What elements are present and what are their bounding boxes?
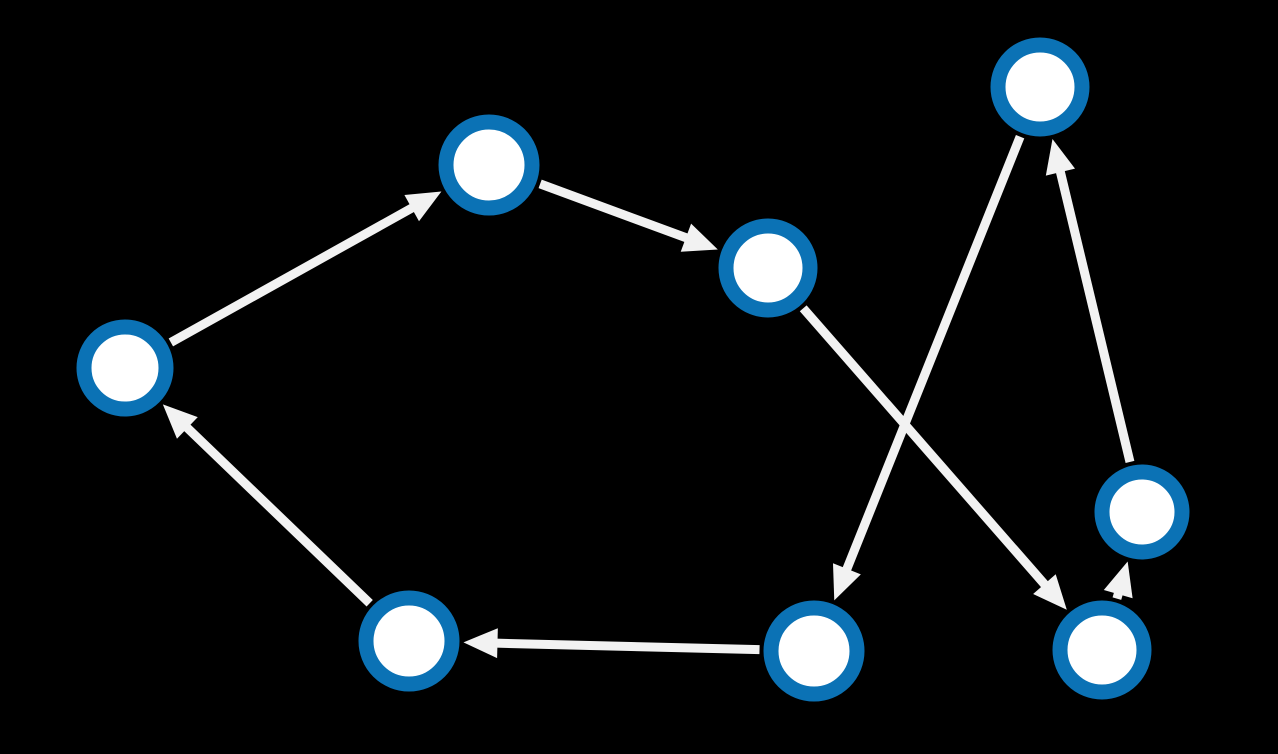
graph-node-n4[interactable] bbox=[990, 37, 1090, 137]
graph-node-n2[interactable] bbox=[438, 114, 540, 216]
edge-layer bbox=[162, 134, 1135, 659]
arrowhead-icon-e7 bbox=[1103, 561, 1133, 599]
node-circle-icon bbox=[1052, 600, 1152, 700]
graph-edge-e6[interactable] bbox=[179, 420, 373, 607]
arrowhead-icon-e4 bbox=[832, 563, 861, 601]
graph-node-n5[interactable] bbox=[358, 590, 460, 692]
arrowhead-icon-e5 bbox=[463, 628, 498, 659]
graph-edge-e4[interactable] bbox=[840, 134, 1025, 577]
arrowhead-icon-e3 bbox=[1033, 574, 1067, 610]
graph-node-n3[interactable] bbox=[718, 218, 818, 318]
arrowhead-icon-e2 bbox=[680, 223, 718, 252]
node-circle-icon bbox=[1094, 464, 1190, 560]
arrowhead-icon-e8 bbox=[1045, 139, 1076, 176]
node-circle-icon bbox=[438, 114, 540, 216]
node-circle-icon bbox=[763, 600, 865, 702]
graph-node-n6[interactable] bbox=[763, 600, 865, 702]
graph-edge-e1[interactable] bbox=[168, 201, 420, 347]
node-circle-icon bbox=[718, 218, 818, 318]
graph-edge-e2[interactable] bbox=[538, 179, 694, 244]
node-circle-icon bbox=[358, 590, 460, 692]
node-layer bbox=[76, 37, 1190, 702]
arrowhead-icon-e1 bbox=[404, 191, 442, 222]
graph-node-n7[interactable] bbox=[1052, 600, 1152, 700]
arrowhead-icon-e6 bbox=[162, 404, 198, 439]
graph-edge-e5[interactable] bbox=[491, 638, 760, 655]
node-circle-icon bbox=[76, 319, 174, 417]
node-circle-icon bbox=[990, 37, 1090, 137]
graph-edge-e8[interactable] bbox=[1054, 165, 1135, 463]
graph-edge-e3[interactable] bbox=[799, 305, 1052, 592]
graph-node-n1[interactable] bbox=[76, 319, 174, 417]
graph-node-n8[interactable] bbox=[1094, 464, 1190, 560]
